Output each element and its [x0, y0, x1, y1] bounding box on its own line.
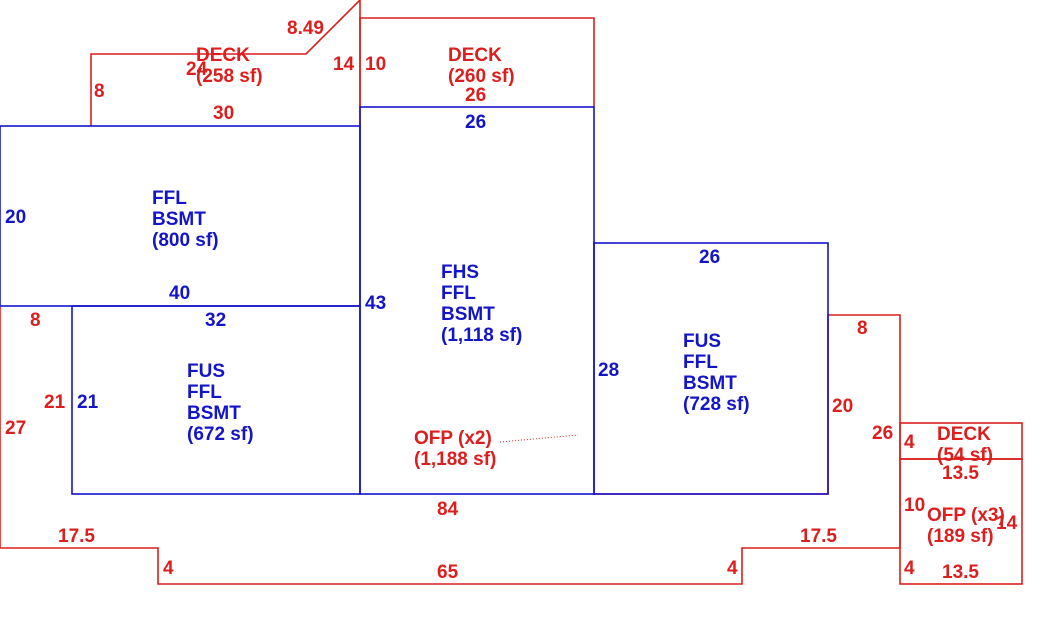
- dimension-label: 8: [30, 310, 41, 331]
- blue-dimensions: 26 20 40 32 21 43 26 28: [5, 112, 720, 413]
- dimension-label: 26: [872, 423, 893, 444]
- center-label: FHS FFL BSMT (1,118 sf): [441, 262, 522, 346]
- deck-small-label: DECK (54 sf): [937, 424, 996, 466]
- dimension-label: 30: [213, 103, 234, 124]
- dimension-label: 26: [465, 112, 486, 133]
- porch-small-label: OFP (x3) (189 sf): [927, 505, 1010, 547]
- dimension-label: 43: [365, 293, 386, 314]
- dimension-label: 13.5: [942, 562, 979, 583]
- dimension-label: 40: [169, 283, 190, 304]
- dimension-label: 4: [163, 558, 174, 579]
- dimension-label: 4: [904, 432, 915, 453]
- dimension-label: 28: [598, 360, 619, 381]
- deck-top-outline: [359, 17, 595, 107]
- dimension-label: 27: [5, 418, 26, 439]
- exterior-outlines: [0, 0, 1023, 585]
- red-dimensions: 8.49 24 14 10 26 8 30 8 21 27 17.5 4 65 …: [5, 18, 1018, 583]
- upper-left-label: FFL BSMT (800 sf): [152, 188, 219, 251]
- porch-main-label: OFP (x2) (1,188 sf): [414, 428, 497, 470]
- dimension-label: 26: [465, 85, 486, 106]
- dimension-label: 21: [77, 392, 99, 413]
- deck-left-label: DECK (258 sf): [196, 45, 263, 87]
- dimension-label: 65: [437, 562, 459, 583]
- porch-small-outline: [899, 458, 1023, 585]
- dimension-label: 20: [5, 207, 26, 228]
- dimension-label: 24: [186, 59, 208, 80]
- dimension-label: 21: [44, 392, 66, 413]
- area-labels: DECK (258 sf) DECK (260 sf) FFL BSMT (80…: [152, 45, 1010, 547]
- dimension-label: 10: [904, 495, 925, 516]
- living-area-outlines: [0, 106, 829, 495]
- right-room: [593, 242, 829, 495]
- dimension-label: 14: [333, 54, 355, 75]
- dimension-label: 4: [904, 558, 915, 579]
- dimension-label: 4: [727, 558, 738, 579]
- dimension-label: 13.5: [942, 463, 979, 484]
- dimension-label: 10: [365, 54, 386, 75]
- dimension-label: 20: [832, 396, 853, 417]
- lower-left-label: FUS FFL BSMT (672 sf): [187, 361, 254, 445]
- dimension-label: 8: [94, 81, 105, 102]
- right-label: FUS FFL BSMT (728 sf): [683, 331, 750, 415]
- dimension-label: 26: [699, 247, 720, 268]
- porch-leader-line: [499, 434, 579, 443]
- dimension-label: 32: [205, 310, 226, 331]
- dimension-label: 84: [437, 499, 459, 520]
- dimension-label: 17.5: [800, 526, 837, 547]
- deck-top-label: DECK (260 sf): [448, 45, 515, 87]
- dimension-label: 8: [857, 318, 868, 339]
- dimension-label: 17.5: [58, 526, 95, 547]
- dimension-label: 14: [996, 513, 1018, 534]
- dimension-label: 8.49: [287, 18, 324, 39]
